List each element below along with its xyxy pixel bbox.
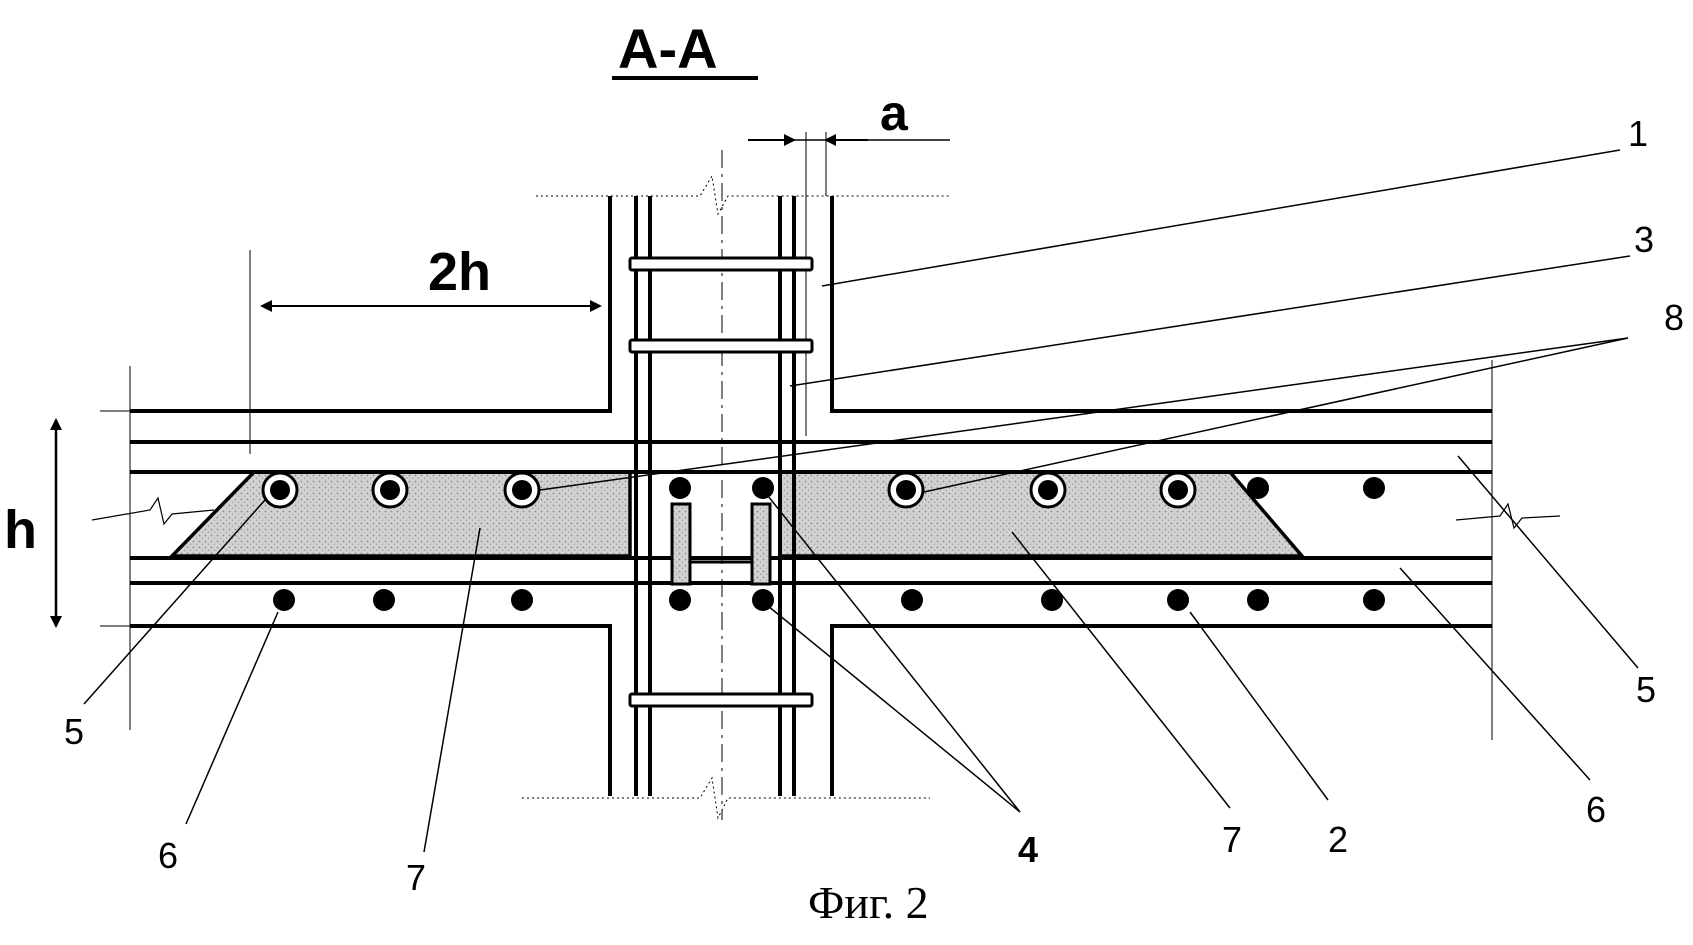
- dimension-a: a: [748, 85, 950, 436]
- leader-5-left: [83, 499, 266, 705]
- leader-8b: [923, 337, 1629, 493]
- bottom-rebars: [273, 589, 1385, 611]
- break-line-right: [1455, 502, 1561, 530]
- rebar-dot: [1247, 589, 1269, 611]
- leader-7-right: [1011, 531, 1231, 809]
- leader-6-right: [1399, 567, 1591, 781]
- rebar-dot: [901, 589, 923, 611]
- leader-2: [1189, 611, 1329, 801]
- leader-7-left: [423, 527, 481, 853]
- rebar-dot: [1167, 589, 1189, 611]
- dim-a-label: a: [880, 85, 909, 141]
- section-title: A-A: [618, 17, 718, 80]
- column-break-bottom: [522, 776, 930, 820]
- callout-5-left: 5: [64, 711, 84, 752]
- slab-top-edge-left: [130, 196, 612, 413]
- slab-top-edge-right: [830, 196, 1492, 413]
- callout-2: 2: [1328, 819, 1348, 860]
- callout-1: 1: [1628, 113, 1648, 154]
- top-rebars-sleeved: [261, 471, 1197, 509]
- callout-5-right: 5: [1636, 669, 1656, 710]
- shear-bars: [670, 502, 772, 586]
- rebar-dot: [270, 480, 290, 500]
- leader-8a: [539, 337, 1629, 491]
- leader-6-left: [185, 611, 279, 825]
- leader-4a: [767, 495, 1021, 813]
- rebar-dot: [380, 480, 400, 500]
- leader-lines: [83, 149, 1639, 853]
- dim-2h-label: 2h: [428, 242, 491, 302]
- callout-3: 3: [1634, 219, 1654, 260]
- callout-labels: 1 3 8 5 5 6 7 4 7 2 6: [64, 113, 1684, 898]
- column-stirrup: [628, 338, 814, 354]
- shear-bar-left: [670, 502, 692, 586]
- rebar-dot: [373, 589, 395, 611]
- callout-8: 8: [1664, 297, 1684, 338]
- slab-bottom-edge-left: [130, 624, 612, 796]
- rebar-dot: [669, 589, 691, 611]
- rebar-dot: [752, 477, 774, 499]
- rebar-dot: [1041, 589, 1063, 611]
- rebar-dot: [273, 589, 295, 611]
- rebar-dot: [896, 480, 916, 500]
- leader-5-right: [1457, 455, 1639, 669]
- rebar-dot: [1038, 480, 1058, 500]
- callout-7-right: 7: [1222, 819, 1242, 860]
- leader-3: [789, 255, 1631, 387]
- rebar-dot: [511, 589, 533, 611]
- leader-1: [821, 149, 1621, 287]
- callout-6-left: 6: [158, 835, 178, 876]
- top-rebars-plain: [669, 477, 1385, 499]
- shear-bar-right: [750, 502, 772, 586]
- callout-7-left: 7: [406, 857, 426, 898]
- column-stirrup: [628, 256, 814, 272]
- rebar-dot: [1168, 480, 1188, 500]
- dimension-2h: 2h: [249, 242, 602, 454]
- column-break-top: [536, 174, 950, 216]
- section-title-group: A-A: [612, 17, 758, 80]
- rebar-dot: [512, 480, 532, 500]
- leader-4b: [767, 605, 1021, 813]
- column: [628, 150, 814, 820]
- rebar-dot: [1363, 477, 1385, 499]
- break-line-left: [91, 496, 215, 526]
- callout-4: 4: [1018, 829, 1038, 870]
- column-stirrup: [628, 692, 814, 708]
- figure-caption: Фиг. 2: [808, 877, 929, 928]
- callout-6-right: 6: [1586, 789, 1606, 830]
- rebar-dot: [1363, 589, 1385, 611]
- dim-h-label: h: [4, 500, 37, 560]
- slab-bottom-edge-right: [830, 624, 1492, 796]
- rebar-dot: [1247, 477, 1269, 499]
- rebar-dot: [669, 477, 691, 499]
